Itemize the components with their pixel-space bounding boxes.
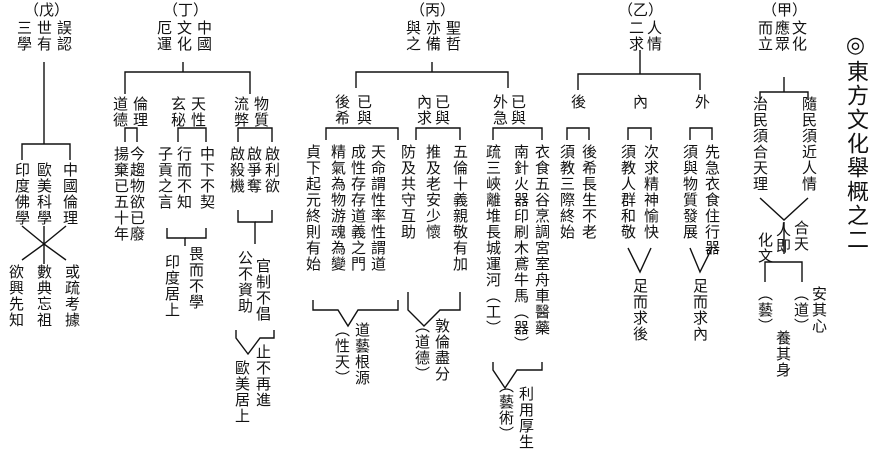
jia-level1-sui-min: 隨民須近人情 xyxy=(800,96,818,192)
bing-houxi-item-3: 精氣為物游魂為變 xyxy=(329,144,347,272)
yi-branch-nei: 內 xyxy=(631,94,649,110)
wu-header-col-2: 世有 xyxy=(35,20,53,52)
yi-detail-nei-1: 次求精神愉快 xyxy=(642,144,660,240)
ding-branch-tianxing-col-2: 玄秘 xyxy=(169,96,187,128)
ding-branch-lunli-col-1: 倫理 xyxy=(131,96,149,128)
ding-tianxing-item-1: 中下不契 xyxy=(198,146,216,210)
yi-detail-wai-1: 先急衣食住行器 xyxy=(703,144,721,256)
ding-header-col-2: 文化 xyxy=(175,20,193,52)
jia-final-dao: （道） xyxy=(792,286,810,334)
section-label-ding: （丁） xyxy=(163,1,209,19)
wu-item-zhongguo: 中國倫理 xyxy=(61,162,79,226)
ding-lunli-item-2: 揚棄已五十年 xyxy=(112,146,130,242)
ding-sub-guanzhi: 官制不倡 xyxy=(254,258,272,322)
ding-sub-weier: 畏而不學 xyxy=(187,246,205,310)
ding-sub-yindu: 印度居上 xyxy=(163,254,181,318)
ding-branch-lunli-col-2: 道德 xyxy=(111,96,129,128)
ding-branch-wuzhi-col-1: 物質 xyxy=(252,96,270,128)
yi-header-col-1: 人情 xyxy=(645,20,663,52)
bing-result-dunlun-col-1: 敦倫盡分 xyxy=(433,318,451,382)
page-title: ◎東方文化舉概之二 xyxy=(843,33,868,252)
jia-final-yang-qi-shen: 養其身 xyxy=(774,330,792,378)
yi-detail-hou-1: 後希長生不老 xyxy=(580,144,598,240)
yi-branch-wai: 外 xyxy=(693,94,711,110)
ding-wuzhi-item-2: 啟爭奪 xyxy=(245,146,263,194)
ding-header-col-1: 中國 xyxy=(195,20,213,52)
yi-header-col-2: 二求 xyxy=(627,20,645,52)
bing-houxi-item-2: 成性存存道義之門 xyxy=(349,144,367,272)
jia-merge-col-3: 化文 xyxy=(756,232,774,264)
bing-result-daoyi-col-1: 道藝根源 xyxy=(353,322,371,386)
bing-branch-neiqiu-col-1: 已與 xyxy=(433,94,451,126)
wu-result-yuxing: 欲興先知 xyxy=(7,264,25,328)
ding-final-zhibu: 止不再進 xyxy=(254,344,272,408)
wu-header-col-1: 誤認 xyxy=(55,20,73,52)
ding-branch-wuzhi-col-2: 流弊 xyxy=(232,96,250,128)
yi-result-wai: 足而求內 xyxy=(691,278,709,342)
jia-merge-col-2: 人即 xyxy=(774,222,792,254)
section-label-jia: （甲） xyxy=(762,1,808,19)
ding-tianxing-item-2: 行而不知 xyxy=(175,146,193,210)
ding-lunli-item-1: 今趨物欲已廢 xyxy=(128,146,146,242)
jia-level1-zhi-min: 治民須合天理 xyxy=(751,96,769,192)
bing-neiqiu-item-2: 推及老安少懷 xyxy=(424,144,442,240)
ding-wuzhi-item-3: 啟殺機 xyxy=(228,146,246,194)
ding-tianxing-item-3: 子貢之言 xyxy=(156,146,174,210)
ding-final-oumei: 歐美居上 xyxy=(233,360,251,424)
bing-houxi-item-1: 天命謂性率性謂道 xyxy=(369,144,387,272)
jia-header-col-2: 應眾 xyxy=(773,20,791,52)
bing-branch-waiji-col-2: 外急 xyxy=(491,94,509,126)
wu-result-huoshu: 或疏考據 xyxy=(63,264,81,328)
section-label-wu: （戊） xyxy=(24,1,70,19)
bing-neiqiu-item-1: 五倫十義親敬有加 xyxy=(451,144,469,272)
yi-branch-hou: 後 xyxy=(569,94,587,110)
bing-result-liyong-col-2: （藝術） xyxy=(497,378,515,442)
section-label-bing: （丙） xyxy=(410,1,456,19)
wu-result-shudian: 數典忘祖 xyxy=(35,264,53,328)
bing-result-daoyi-col-2: （性天） xyxy=(333,322,351,386)
bing-result-liyong-col-1: 利用厚生 xyxy=(517,386,535,450)
wu-item-yindu: 印度佛學 xyxy=(13,162,31,226)
bing-branch-waiji-col-1: 已與 xyxy=(509,94,527,126)
jia-final-an-qi-xin: 安其心 xyxy=(810,286,828,334)
jia-final-yi: （藝） xyxy=(756,286,774,334)
yi-result-nei: 足而求後 xyxy=(631,278,649,342)
jia-header-col-3: 而立 xyxy=(756,20,774,52)
bing-header-col-1: 聖哲 xyxy=(444,20,462,52)
jia-header-col-1: 文化 xyxy=(790,20,808,52)
ding-sub-gongbu: 公不資助 xyxy=(236,250,254,314)
wu-item-oumei: 歐美科學 xyxy=(35,162,53,226)
bing-result-dunlun-col-2: （道德） xyxy=(413,318,431,382)
bing-waiji-item-2: 南針火器印刷木鳶牛馬（器） xyxy=(512,144,530,352)
bing-branch-houxi-col-2: 後希 xyxy=(333,94,351,126)
bing-branch-houxi-col-1: 已與 xyxy=(355,94,373,126)
yi-detail-nei-2: 須教人群和敬 xyxy=(619,144,637,240)
wu-header-col-3: 三學 xyxy=(15,20,33,52)
bing-waiji-item-1: 衣食五谷烹調宮室舟車醫藥 xyxy=(533,144,551,336)
section-label-yi: （乙） xyxy=(618,1,664,19)
ding-branch-tianxing-col-1: 天性 xyxy=(189,96,207,128)
ding-header-col-3: 厄運 xyxy=(155,20,173,52)
jia-merge-col-1: 合天 xyxy=(792,220,810,252)
yi-detail-hou-2: 須教三際終始 xyxy=(558,144,576,240)
bing-neiqiu-item-3: 防及共守互助 xyxy=(399,144,417,240)
bing-waiji-item-3: 疏三峽離堆長城運河（工） xyxy=(484,144,502,336)
bing-branch-neiqiu-col-2: 內求 xyxy=(415,94,433,126)
ding-wuzhi-item-1: 啟利欲 xyxy=(263,146,281,194)
bing-houxi-item-4: 貞下起元終則有始 xyxy=(304,144,322,272)
bing-header-col-3: 與之 xyxy=(404,20,422,52)
bing-header-col-2: 亦備 xyxy=(424,20,442,52)
yi-detail-wai-2: 須與物質發展 xyxy=(681,144,699,240)
